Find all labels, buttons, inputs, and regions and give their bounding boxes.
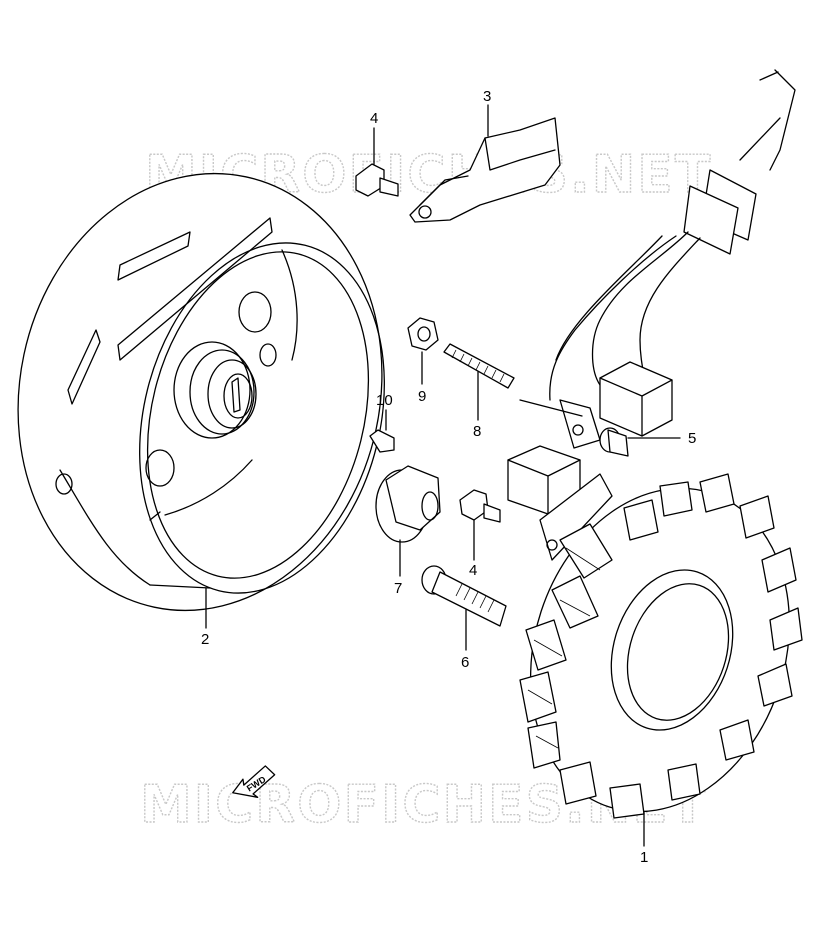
stator-assembly[interactable] bbox=[490, 69, 830, 846]
callout-10: 10 bbox=[376, 392, 393, 409]
callout-4-lower: 4 bbox=[469, 562, 477, 579]
callout-8: 6 bbox=[461, 654, 469, 671]
stud[interactable] bbox=[443, 343, 515, 389]
bolt-top[interactable] bbox=[355, 163, 399, 197]
callout-3: 3 bbox=[483, 88, 491, 105]
callout-2: 2 bbox=[201, 631, 209, 648]
nut-small[interactable] bbox=[407, 317, 439, 351]
callout-5: 5 bbox=[688, 430, 696, 447]
leader-lines bbox=[205, 104, 681, 847]
woodruff-key[interactable] bbox=[369, 429, 395, 453]
callout-7: 9 bbox=[418, 388, 426, 405]
callouts: 3 4 9 8 10 5 4 7 6 2 1 bbox=[201, 88, 696, 866]
flywheel-rotor[interactable] bbox=[0, 139, 422, 644]
callout-4-top: 4 bbox=[370, 110, 378, 127]
bolt-lower[interactable] bbox=[459, 489, 501, 523]
screw[interactable] bbox=[421, 565, 507, 627]
callout-6: 8 bbox=[473, 423, 481, 440]
flange-nut[interactable] bbox=[375, 465, 441, 543]
callout-1: 1 bbox=[640, 849, 648, 866]
bracket[interactable] bbox=[409, 117, 561, 223]
callout-9: 7 bbox=[394, 580, 402, 597]
